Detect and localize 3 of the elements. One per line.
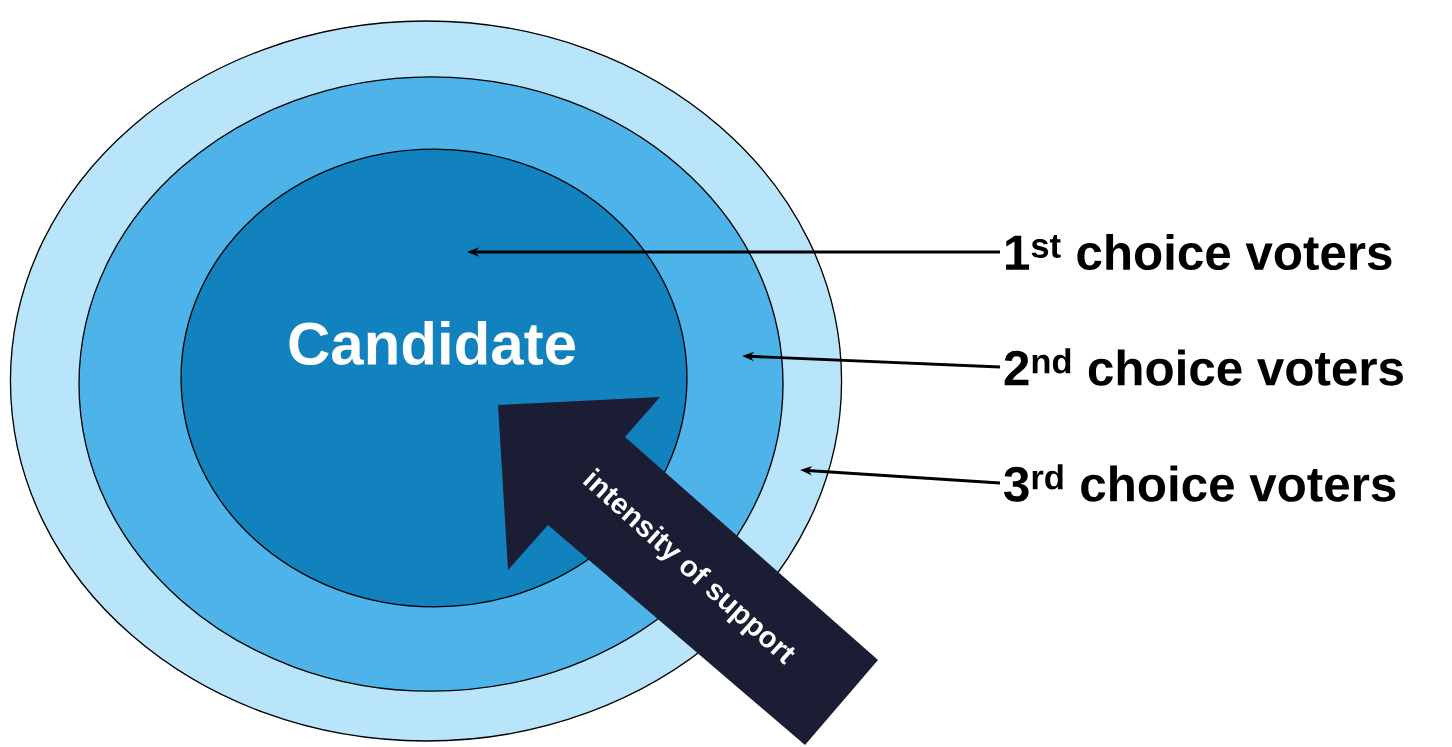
label: 2$^{nd}$ choice voters xyxy=(1004,348,1403,386)
label: 1$^{st}$ choice voters xyxy=(1006,233,1392,271)
label: 3$^{rd}$ choice voters xyxy=(1004,464,1396,502)
